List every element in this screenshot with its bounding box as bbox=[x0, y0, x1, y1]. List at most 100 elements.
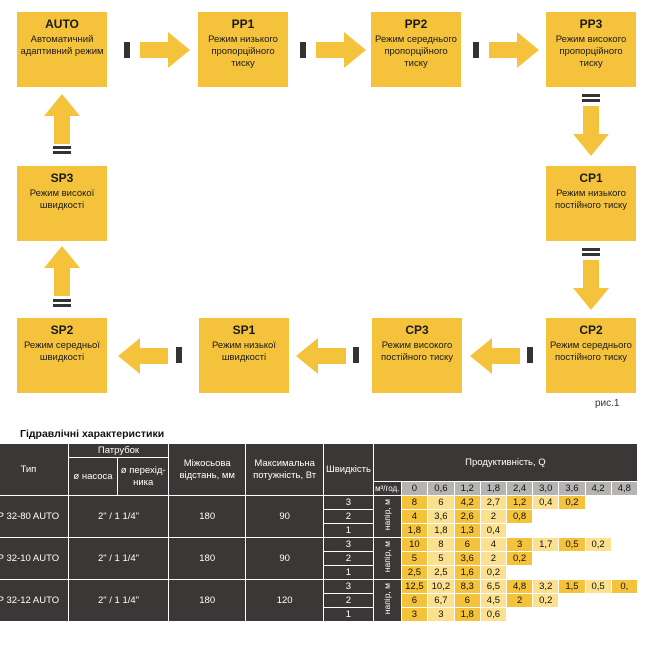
head-value: 1,3 bbox=[453, 523, 481, 538]
mode-desc: Режим низького постійного тиску bbox=[554, 188, 628, 211]
speed-value: 1 bbox=[323, 565, 374, 580]
separator-bars-icon bbox=[582, 94, 600, 102]
head-value: 2,5 bbox=[427, 565, 455, 580]
head-value: 4 bbox=[400, 509, 429, 524]
head-value: 1,6 bbox=[453, 565, 481, 580]
mode-box-auto: AUTO Автоматичний адаптивний режим bbox=[17, 12, 107, 87]
head-value bbox=[558, 523, 586, 538]
header-speed: Швидкість bbox=[323, 443, 374, 496]
mode-box-cp3: CP3 Режим високого постійного тиску bbox=[372, 318, 462, 393]
separator-bars-icon bbox=[124, 42, 130, 58]
speed-value: 3 bbox=[323, 537, 374, 552]
head-value: 4,8 bbox=[505, 579, 534, 594]
header-type: Тип bbox=[0, 443, 69, 496]
separator-bars-icon bbox=[527, 347, 533, 363]
head-value: 1,7 bbox=[532, 537, 560, 552]
separator-bars-icon bbox=[53, 146, 71, 154]
flow-value: 4,8 bbox=[610, 481, 639, 496]
model-nozzle: 2" / 1 1/4" bbox=[67, 537, 170, 580]
head-value bbox=[558, 607, 586, 622]
head-label-text: напір, м bbox=[381, 541, 392, 573]
head-value: 2,7 bbox=[479, 495, 508, 510]
speed-value: 2 bbox=[323, 593, 374, 608]
flow-value: 1,8 bbox=[479, 481, 508, 496]
mode-code: CP2 bbox=[579, 323, 603, 337]
speed-value: 3 bbox=[323, 495, 374, 510]
mode-code: PP2 bbox=[404, 17, 428, 31]
head-value: 0,6 bbox=[479, 607, 508, 622]
header-nozzle: Патрубок bbox=[67, 443, 170, 458]
head-value: 0,5 bbox=[584, 579, 612, 594]
head-value: 0,2 bbox=[479, 565, 508, 580]
head-value bbox=[610, 551, 639, 566]
head-value: 1,8 bbox=[400, 523, 429, 538]
mode-code: CP1 bbox=[579, 171, 603, 185]
model-distance: 180 bbox=[168, 537, 247, 580]
mode-box-pp2: PP2 Режим середнього пропорційного тиску bbox=[371, 12, 461, 87]
head-value: 0,2 bbox=[505, 551, 534, 566]
mode-box-pp1: PP1 Режим низького пропорційного тиску bbox=[198, 12, 288, 87]
head-value bbox=[558, 551, 586, 566]
mode-desc: Режим високої швидкості bbox=[29, 188, 95, 211]
head-value bbox=[532, 551, 560, 566]
header-power: Максимальна потужність, Вт bbox=[245, 443, 325, 496]
head-value bbox=[584, 509, 612, 524]
hydraulic-table: Тип Патрубок Міжосьова відстань, мм Макс… bbox=[0, 443, 639, 622]
mode-desc: Режим середнього постійного тиску bbox=[550, 340, 632, 363]
mode-box-sp2: SP2 Режим середньої швидкості bbox=[17, 318, 107, 393]
head-value: 0,2 bbox=[558, 495, 586, 510]
head-value bbox=[610, 537, 639, 552]
head-value: 6 bbox=[427, 495, 455, 510]
arrow-left-icon bbox=[470, 338, 520, 374]
head-value: 5 bbox=[400, 551, 429, 566]
mode-code: PP1 bbox=[231, 17, 255, 31]
head-value bbox=[610, 607, 639, 622]
header-distance: Міжосьова відстань, мм bbox=[168, 443, 247, 496]
arrow-down-icon bbox=[573, 106, 609, 156]
head-value: 3,6 bbox=[427, 509, 455, 524]
mode-code: CP3 bbox=[405, 323, 429, 337]
head-value: 1,8 bbox=[427, 523, 455, 538]
head-value: 2 bbox=[479, 509, 508, 524]
head-value bbox=[584, 607, 612, 622]
head-value: 0, bbox=[610, 579, 639, 594]
head-value bbox=[584, 565, 612, 580]
header-adapter-diameter: ø перехід- ника bbox=[117, 457, 170, 496]
head-value bbox=[610, 565, 639, 580]
head-value: 8,3 bbox=[453, 579, 481, 594]
head-value: 8 bbox=[427, 537, 455, 552]
head-value: 3 bbox=[427, 607, 455, 622]
model-type: P 32-10 AUTO bbox=[0, 537, 69, 580]
arrow-up-icon bbox=[44, 94, 80, 144]
mode-box-pp3: PP3 Режим високого пропорційного тиску bbox=[546, 12, 636, 87]
mode-box-cp1: CP1 Режим низького постійного тиску bbox=[546, 166, 636, 241]
head-value: 0,4 bbox=[532, 495, 560, 510]
flow-value: 4,2 bbox=[584, 481, 612, 496]
head-value bbox=[532, 565, 560, 580]
model-power: 120 bbox=[245, 579, 325, 622]
head-value: 6,5 bbox=[479, 579, 508, 594]
head-value: 1,5 bbox=[558, 579, 586, 594]
head-value: 3 bbox=[505, 537, 534, 552]
head-value: 4,5 bbox=[479, 593, 508, 608]
head-value bbox=[558, 565, 586, 580]
header-capacity: Продуктивність, Q bbox=[372, 443, 639, 482]
separator-bars-icon bbox=[176, 347, 182, 363]
head-value bbox=[505, 523, 534, 538]
arrow-right-icon bbox=[489, 32, 539, 68]
arrow-left-icon bbox=[118, 338, 168, 374]
mode-code: AUTO bbox=[45, 17, 79, 31]
head-value: 6 bbox=[453, 593, 481, 608]
head-value: 0,2 bbox=[584, 537, 612, 552]
mode-desc: Режим середнього пропорційного тиску bbox=[375, 34, 457, 69]
flow-value: 1,2 bbox=[453, 481, 481, 496]
head-value bbox=[558, 509, 586, 524]
head-value bbox=[532, 523, 560, 538]
head-value bbox=[610, 523, 639, 538]
head-value: 8 bbox=[400, 495, 429, 510]
head-value: 6,7 bbox=[427, 593, 455, 608]
mode-desc: Режим високого пропорційного тиску bbox=[555, 34, 627, 69]
head-value: 5 bbox=[427, 551, 455, 566]
head-value: 10 bbox=[400, 537, 429, 552]
